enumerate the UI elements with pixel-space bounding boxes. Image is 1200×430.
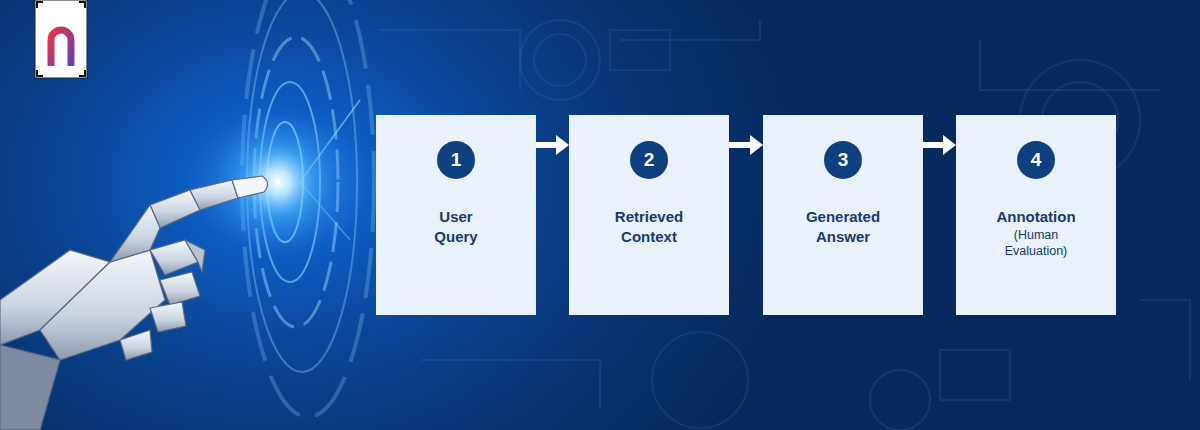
arrow-shaft (729, 142, 751, 148)
step-subtitle: (Human Evaluation) (1005, 227, 1068, 259)
step-title: Annotation (996, 207, 1075, 227)
flow-arrow (536, 135, 569, 155)
company-logo (35, 0, 87, 78)
arrow-shaft (923, 142, 944, 148)
step-number-circle: 4 (1017, 141, 1055, 179)
box-label: Generated Answer (763, 207, 923, 247)
box-label: User Query (376, 207, 536, 247)
step-number: 4 (1031, 150, 1042, 170)
process-box: Generated Answer 3 (763, 115, 923, 315)
arrow-head (943, 135, 956, 155)
arrow-head (750, 135, 763, 155)
step-title: Retrieved Context (615, 207, 683, 247)
box-label: Retrieved Context (569, 207, 729, 247)
step-number-circle: 2 (630, 141, 668, 179)
arrow-head (556, 135, 569, 155)
step-number: 2 (644, 150, 655, 170)
step-title: Generated Answer (806, 207, 880, 247)
arrow-shaft (536, 142, 557, 148)
process-box: Annotation(Human Evaluation) 4 (956, 115, 1116, 315)
step-number-circle: 1 (437, 141, 475, 179)
step-number: 1 (451, 150, 462, 170)
step-title: User Query (434, 207, 477, 247)
step-number-circle: 3 (824, 141, 862, 179)
flow-arrow (729, 135, 763, 155)
process-box: User Query 1 (376, 115, 536, 315)
flow-arrow (923, 135, 956, 155)
robot-hand (0, 176, 268, 430)
process-box: Retrieved Context 2 (569, 115, 729, 315)
box-label: Annotation(Human Evaluation) (956, 207, 1116, 259)
step-number: 3 (838, 150, 849, 170)
